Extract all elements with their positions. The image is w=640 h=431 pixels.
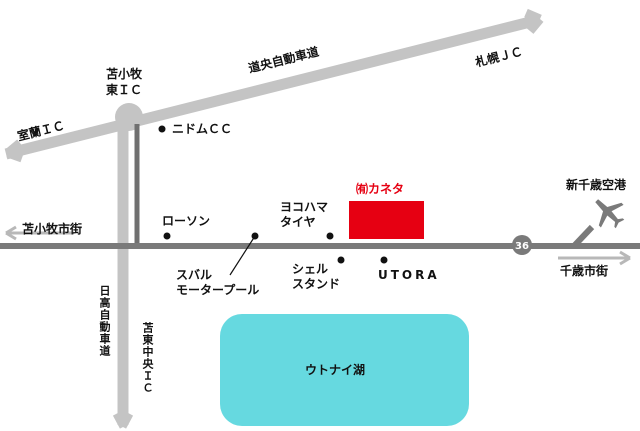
lawson-label: ローソン [162,214,211,228]
expressway-arrow-left [5,139,24,163]
subaru-leader-line [229,235,256,276]
nidom-cc-marker [158,125,166,133]
expressway-arrow-right [524,8,544,34]
utonai-lake-label: ウトナイ湖 [305,363,366,377]
tomakomai-east-ic-label: 苫小牧 東ＩＣ [106,67,143,97]
utora-label: UTORA [378,268,440,282]
to-tomakomai-label: 苫小牧市街 [22,222,83,236]
utonai-lake [220,314,469,426]
kaneta-building [349,201,424,239]
lawson-marker [163,232,171,240]
doo-expressway [4,14,540,160]
airplane-icon [595,199,625,229]
hidaka-expressway-label: 日高自動車道 [98,285,111,357]
route-number: 36 [515,241,529,252]
to-chitose-label: 千歳市街 [560,264,609,278]
arrow-to-chitose [558,250,631,266]
new-chitose-airport-label: 新千歳空港 [566,178,627,192]
route-36-badge: 36 [512,235,532,255]
shell-marker [337,256,345,264]
subaru-motor-pool-label: スバル モータープール [176,268,260,297]
utora-marker [380,256,388,264]
tomakomai-central-ic-label: 苫東中央ＩＣ [141,322,154,394]
yokohama-tire-marker [326,232,334,240]
arrow-to-tomakomai [5,225,74,241]
airport-access-road [571,224,595,249]
nidom-cc-label: ニドムＣＣ [172,122,233,136]
shell-stand-label: シェル スタンド [292,262,341,291]
kaneta-label: ㈲カネタ [356,182,405,196]
yokohama-tire-label: ヨコハマ タイヤ [280,200,329,229]
hidaka-arrow-down [112,412,134,429]
